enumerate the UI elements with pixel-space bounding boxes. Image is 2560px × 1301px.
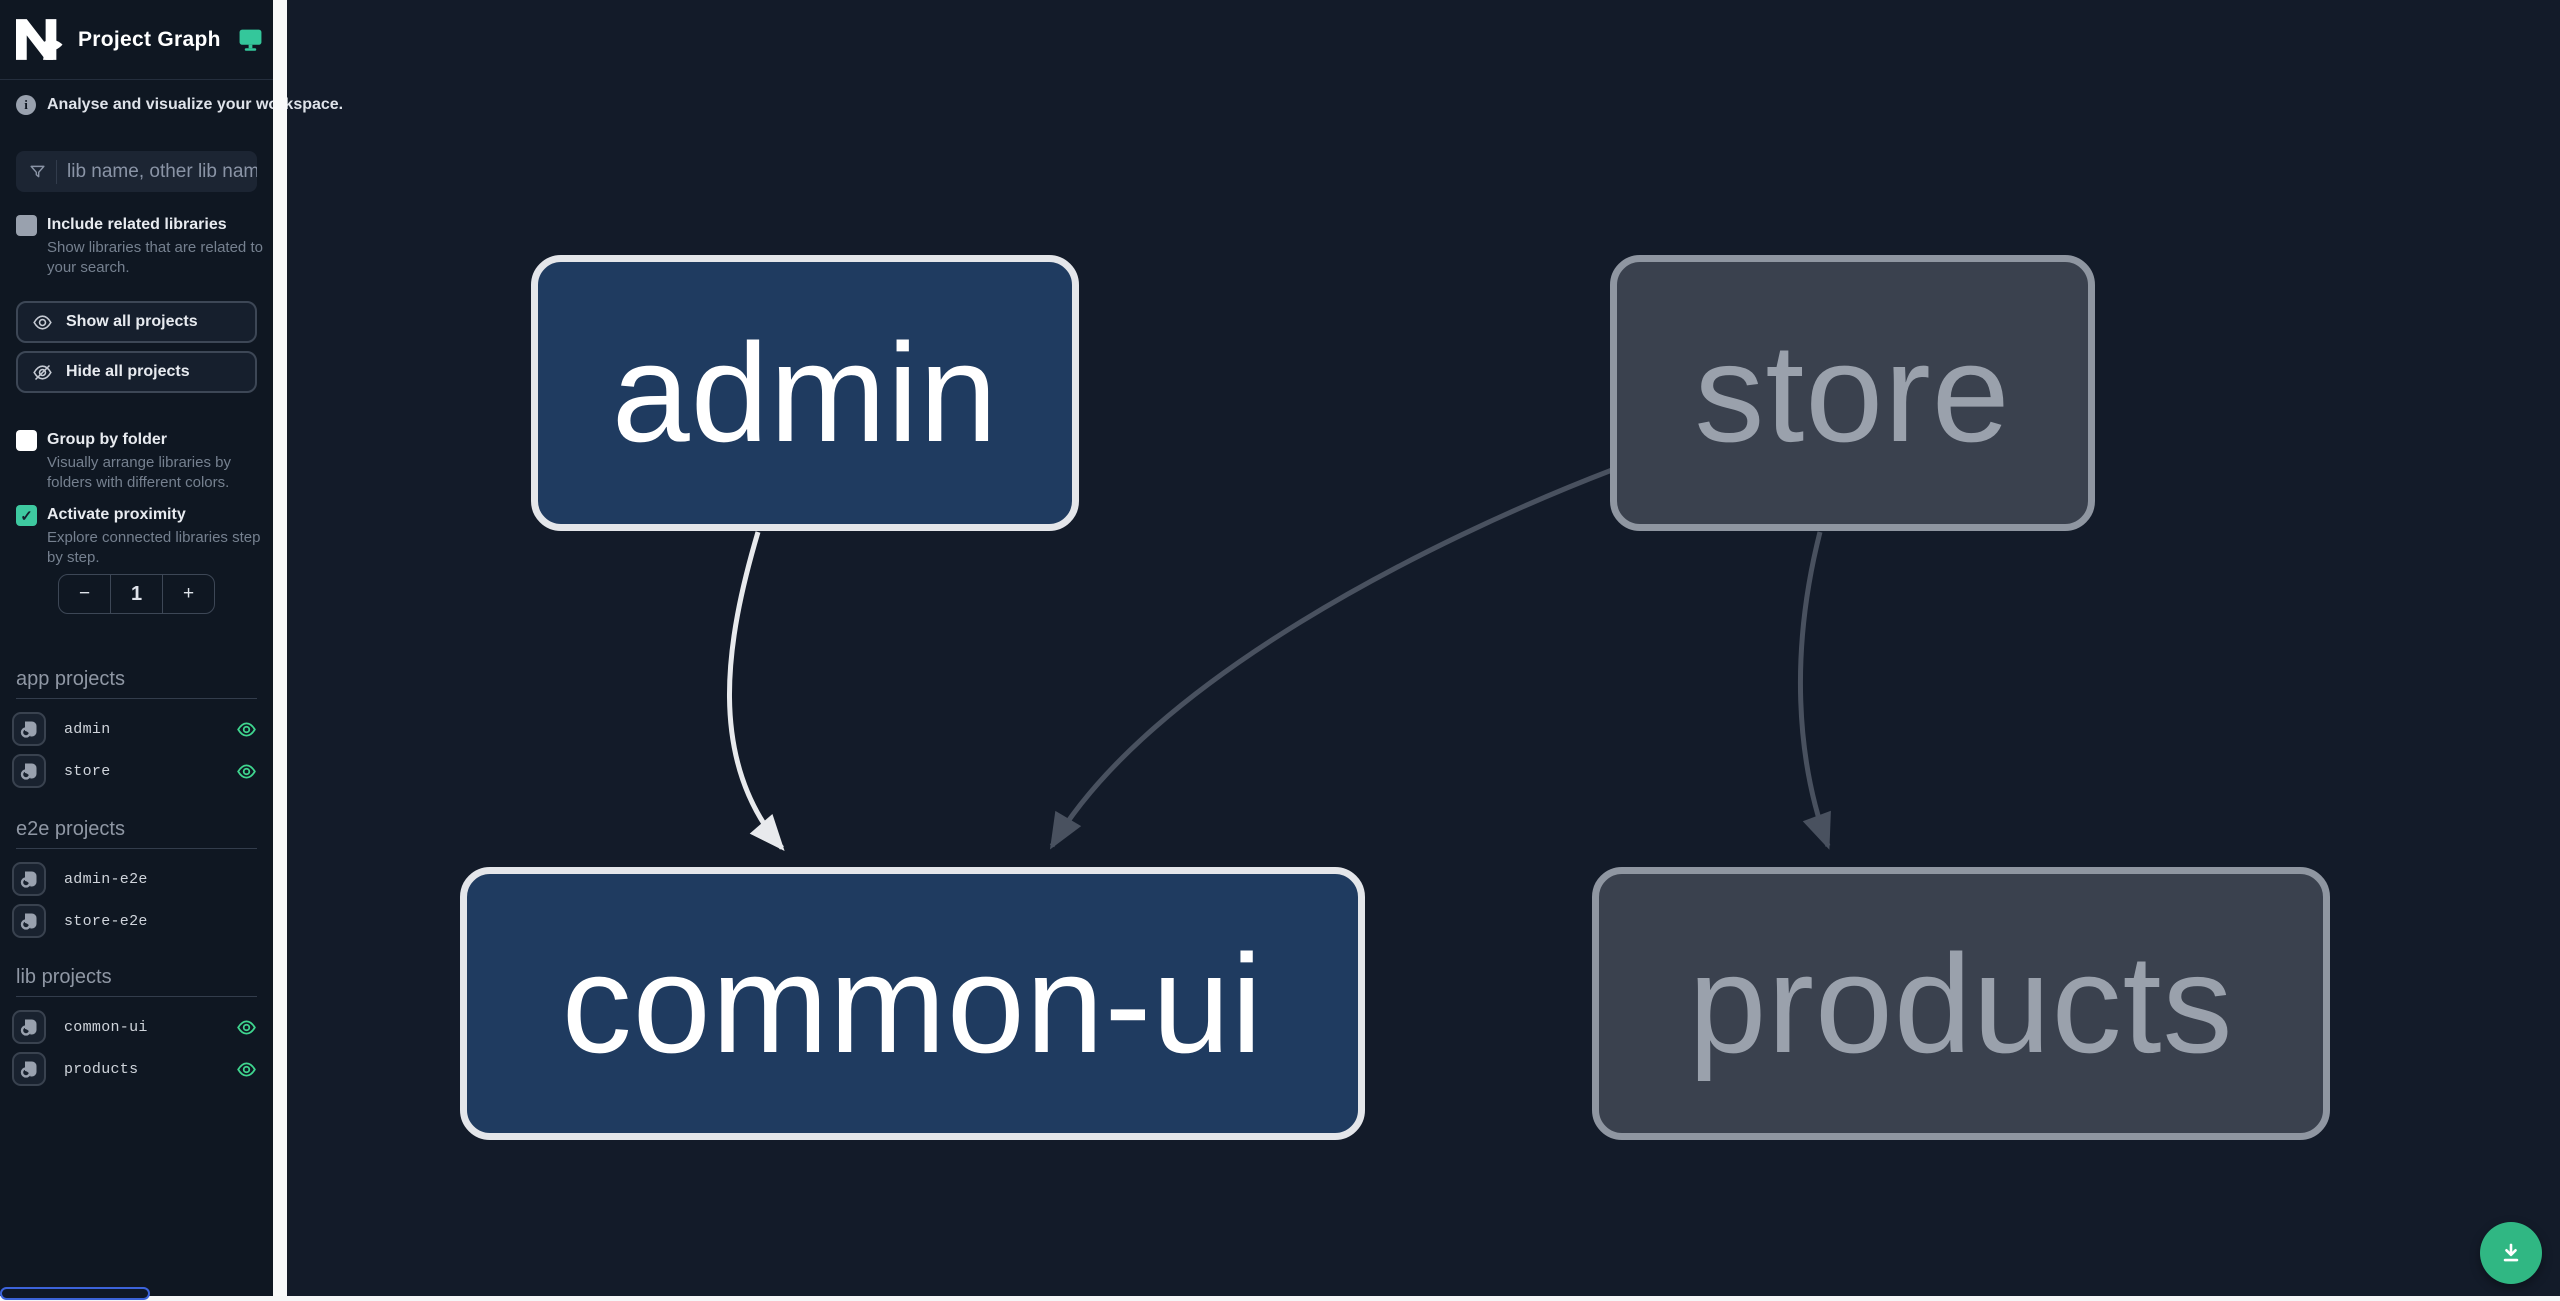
section-divider <box>16 698 257 699</box>
filter-funnel-icon <box>28 162 47 181</box>
activate-proximity-checkbox[interactable]: ✓ <box>16 505 37 526</box>
group-by-folder-label: Group by folder <box>47 431 167 448</box>
check-icon: ✓ <box>20 507 33 525</box>
graph-node-store[interactable]: store <box>1610 255 2095 531</box>
graph-node-common-ui[interactable]: common-ui <box>460 867 1365 1140</box>
nx-logo-icon <box>16 19 63 60</box>
list-item: admin <box>12 712 257 746</box>
show-all-projects-button[interactable]: Show all projects <box>16 301 257 343</box>
section-lib-projects: lib projects common-ui <box>0 966 273 1086</box>
project-focus-button[interactable] <box>12 1052 46 1086</box>
project-name: store <box>64 762 111 780</box>
monitor-icon[interactable] <box>238 28 263 51</box>
eye-off-icon <box>32 362 53 383</box>
node-label: products <box>1688 924 2234 1082</box>
input-divider <box>56 159 57 184</box>
section-title: app projects <box>16 668 125 690</box>
eye-icon[interactable] <box>236 1059 257 1080</box>
section-title: lib projects <box>16 966 112 988</box>
edge-store-products[interactable] <box>1797 531 1831 850</box>
activate-proximity-description: Explore connected libraries step by step… <box>47 529 261 566</box>
hide-all-projects-label: Hide all projects <box>66 363 190 380</box>
activate-proximity-label: Activate proximity <box>47 506 186 523</box>
sidebar-header: Project Graph <box>0 0 273 80</box>
project-name: store-e2e <box>64 912 148 930</box>
project-name: common-ui <box>64 1018 148 1036</box>
graph-node-admin[interactable]: admin <box>531 255 1079 531</box>
proximity-value: 1 <box>110 575 163 613</box>
workspace-tagline-row: i Analyse and visualize your workspace. <box>0 95 343 115</box>
section-e2e-projects: e2e projects admin-e2e store-e2e <box>0 818 273 938</box>
node-label: common-ui <box>561 924 1264 1082</box>
eye-icon[interactable] <box>236 1017 257 1038</box>
section-app-projects: app projects admin <box>0 668 273 788</box>
sidebar-canvas-divider <box>273 0 287 1301</box>
list-item: common-ui <box>12 1010 257 1044</box>
project-focus-button[interactable] <box>12 1010 46 1044</box>
group-by-folder-description: Visually arrange libraries by folders wi… <box>47 454 231 491</box>
edge-store-common-ui[interactable] <box>1049 467 1613 850</box>
toggle-activate-proximity: ✓ Activate proximity Explore connected l… <box>0 504 273 568</box>
group-by-folder-checkbox[interactable] <box>16 430 37 451</box>
project-focus-button[interactable] <box>12 712 46 746</box>
list-item: store <box>12 754 257 788</box>
project-filter <box>16 151 257 192</box>
include-related-label: Include related libraries <box>47 216 227 233</box>
project-name: admin-e2e <box>64 870 148 888</box>
info-icon: i <box>16 95 36 115</box>
list-item: products <box>12 1052 257 1086</box>
toggle-group-by-folder: Group by folder Visually arrange librari… <box>0 429 273 493</box>
project-name: admin <box>64 720 111 738</box>
workspace-tagline: Analyse and visualize your workspace. <box>47 96 344 113</box>
download-image-button[interactable] <box>2480 1222 2542 1284</box>
section-divider <box>16 996 257 997</box>
proximity-increment-button[interactable]: + <box>182 583 195 604</box>
section-divider <box>16 848 257 849</box>
list-item: admin-e2e <box>12 862 257 896</box>
edge-admin-common-ui[interactable] <box>727 531 785 852</box>
proximity-stepper: − 1 + <box>58 574 215 614</box>
node-label: store <box>1694 314 2011 471</box>
horizontal-scrollbar-thumb[interactable] <box>0 1287 150 1300</box>
horizontal-scrollbar-track[interactable] <box>0 1296 2560 1301</box>
project-focus-button[interactable] <box>12 862 46 896</box>
show-all-projects-label: Show all projects <box>66 313 198 330</box>
eye-icon <box>32 312 53 333</box>
search-input[interactable] <box>67 160 257 183</box>
page-title: Project Graph <box>78 27 221 51</box>
toggle-include-related: Include related libraries Show libraries… <box>0 214 273 278</box>
include-related-checkbox[interactable] <box>16 215 37 236</box>
sidebar: Project Graph i Analyse and visualize yo… <box>0 0 343 1301</box>
graph-node-products[interactable]: products <box>1592 867 2330 1140</box>
list-item: store-e2e <box>12 904 257 938</box>
project-name: products <box>64 1060 139 1078</box>
eye-icon[interactable] <box>236 761 257 782</box>
include-related-description: Show libraries that are related to your … <box>47 239 263 276</box>
node-label: admin <box>611 314 999 471</box>
download-icon <box>2498 1240 2524 1266</box>
proximity-decrement-button[interactable]: − <box>78 583 91 604</box>
eye-icon[interactable] <box>236 719 257 740</box>
hide-all-projects-button[interactable]: Hide all projects <box>16 351 257 393</box>
project-focus-button[interactable] <box>12 904 46 938</box>
section-title: e2e projects <box>16 818 125 840</box>
project-focus-button[interactable] <box>12 754 46 788</box>
